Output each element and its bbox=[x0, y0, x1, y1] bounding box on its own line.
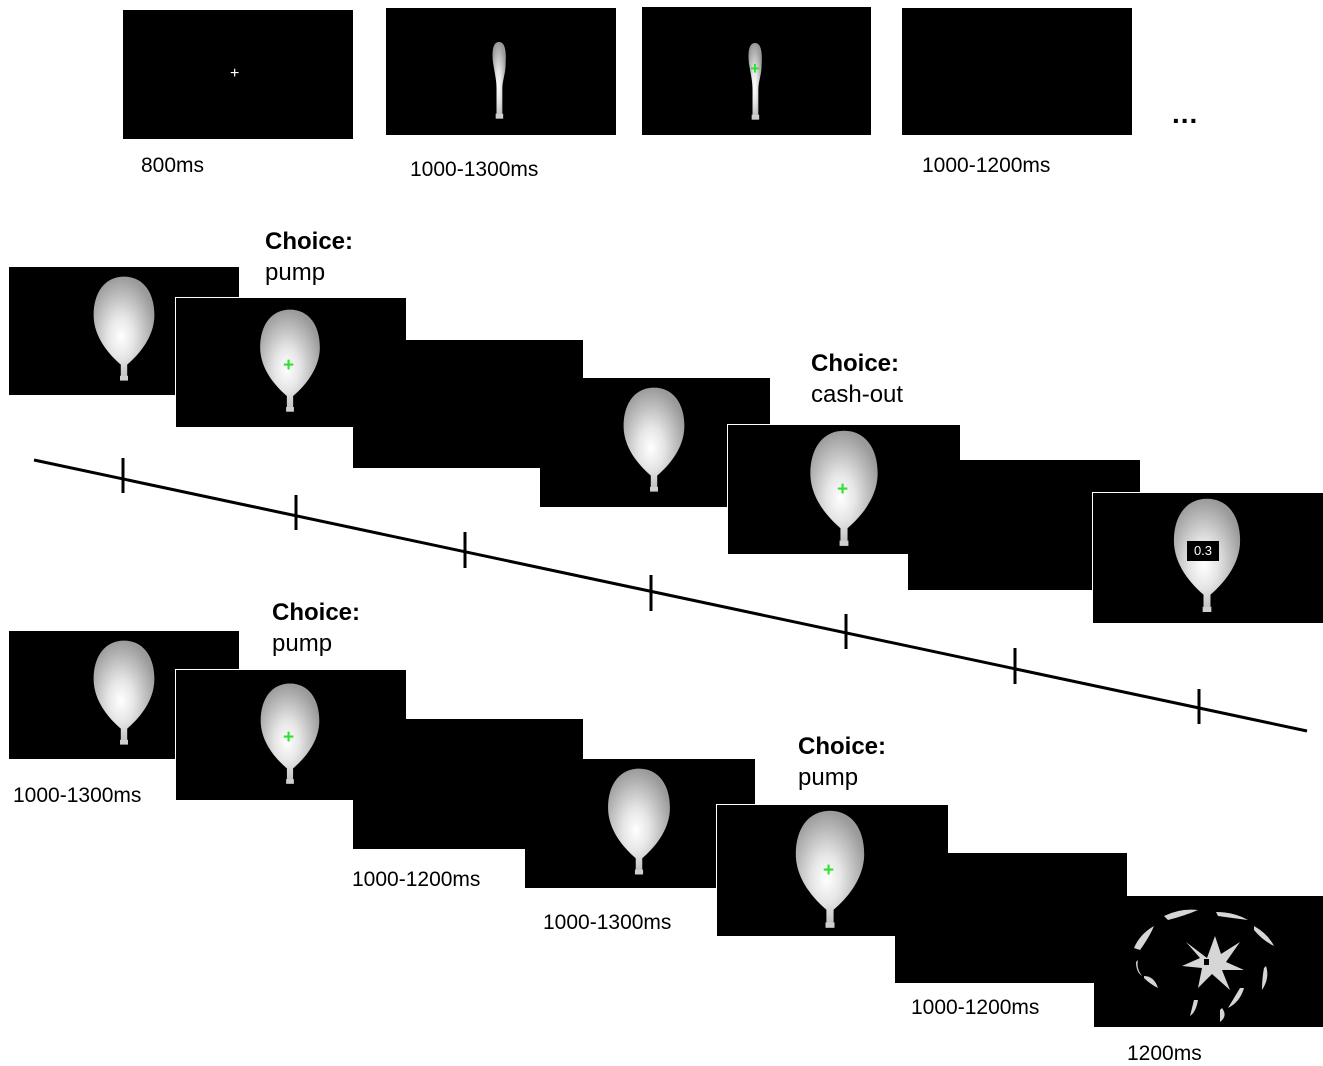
green-fixation-cross-icon: + bbox=[750, 59, 760, 78]
lower-choice-2-label: Choice: pump bbox=[798, 731, 886, 793]
green-fixation-cross-icon: + bbox=[283, 355, 295, 376]
explosion-screen bbox=[1094, 896, 1323, 1027]
anticipation-duration-label: 1000-1300ms bbox=[410, 158, 539, 181]
balloon-icon bbox=[87, 639, 161, 751]
lower-anticipation-label-2: 1000-1300ms bbox=[543, 911, 672, 934]
balloon-icon bbox=[601, 767, 677, 881]
deflated-balloon-screen bbox=[386, 8, 616, 135]
continuation-ellipsis: ... bbox=[1172, 98, 1199, 129]
green-fixation-cross-icon: + bbox=[283, 727, 295, 748]
choice-heading: Choice: bbox=[272, 599, 361, 626]
choice-value: pump bbox=[265, 259, 326, 286]
choice-value: pump bbox=[798, 764, 859, 791]
upper-choice-2-label: Choice: cash-out bbox=[811, 348, 903, 410]
choice-heading: Choice: bbox=[798, 733, 887, 760]
deflated-balloon-response-screen: + bbox=[642, 7, 871, 135]
lower-feedback-label-1: 1000-1200ms bbox=[352, 868, 481, 891]
green-fixation-cross-icon: + bbox=[837, 479, 849, 500]
lower-anticipation-label-1: 1000-1300ms bbox=[13, 784, 142, 807]
burst-balloon-icon bbox=[1134, 909, 1274, 1022]
choice-value: cash-out bbox=[811, 381, 904, 408]
upper-choice-1-label: Choice: pump bbox=[265, 226, 353, 288]
lower-choice-1-label: Choice: pump bbox=[272, 597, 360, 659]
choice-value: pump bbox=[272, 630, 333, 657]
lower-feedback-label-2: 1000-1200ms bbox=[911, 996, 1040, 1019]
fixation-screen: + bbox=[123, 10, 353, 139]
green-fixation-cross-icon: + bbox=[823, 860, 835, 881]
balloon-icon bbox=[87, 275, 161, 387]
balloon-icon bbox=[616, 386, 692, 498]
fixation-duration-label: 800ms bbox=[141, 154, 205, 177]
blank-duration-label: 1000-1200ms bbox=[922, 154, 1051, 177]
reward-screen: 0.3 bbox=[1092, 492, 1323, 624]
choice-heading: Choice: bbox=[265, 228, 354, 255]
reward-value-box: 0.3 bbox=[1187, 541, 1219, 561]
blank-screen bbox=[902, 8, 1132, 135]
lower-blank-screen-2 bbox=[895, 853, 1127, 983]
choice-heading: Choice: bbox=[811, 350, 900, 377]
outcome-duration-label: 1200ms bbox=[1127, 1042, 1202, 1065]
fixation-cross-icon: + bbox=[230, 65, 240, 82]
